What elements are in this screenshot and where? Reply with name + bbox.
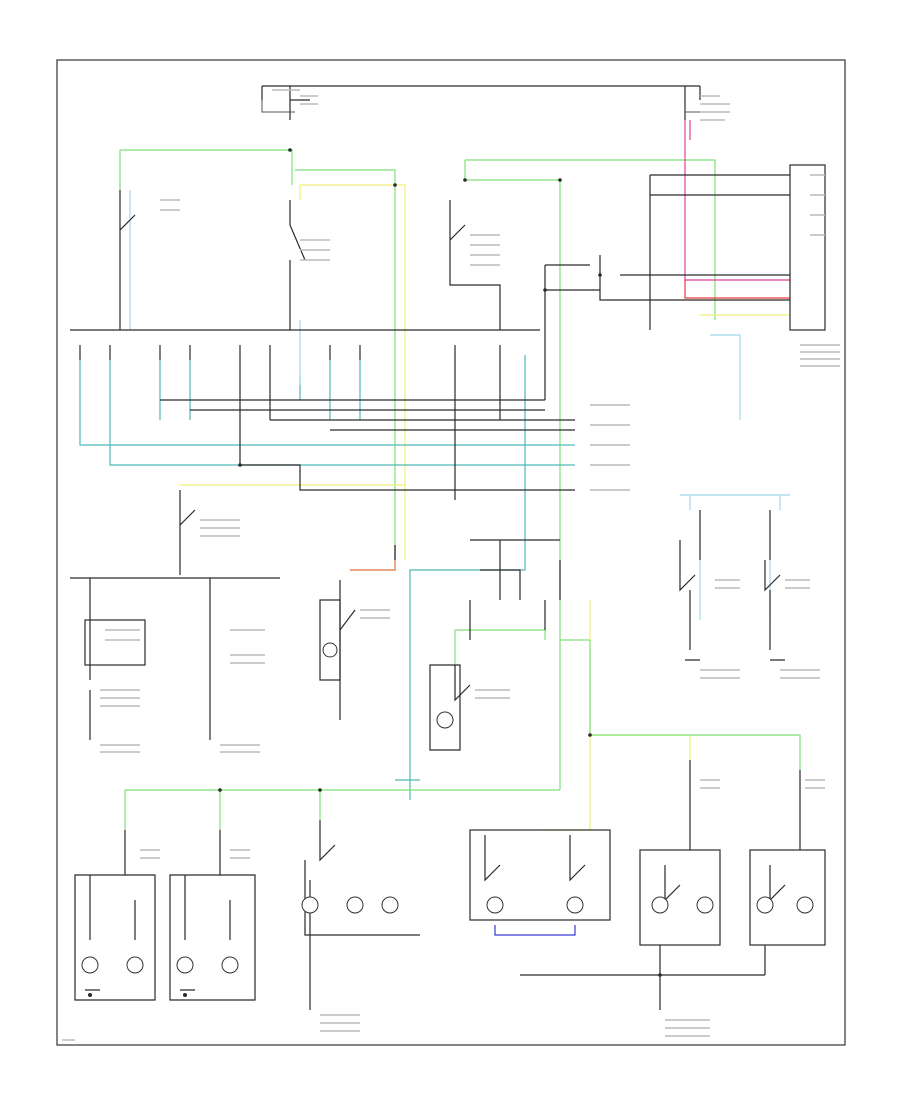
illegible-labels — [62, 89, 840, 1041]
wire-teal-main — [79, 355, 575, 800]
wire-lightblue — [129, 190, 790, 620]
wire-red — [684, 280, 790, 299]
wire-orange — [350, 545, 396, 571]
lamps — [81, 642, 814, 974]
splice-points — [88, 148, 662, 997]
black-wiring — [70, 164, 826, 1010]
wire-blue — [494, 925, 576, 936]
diagram-frame — [56, 59, 846, 1046]
wire-yellow-main — [180, 184, 790, 831]
wire-pink — [684, 120, 790, 281]
wire-green-top — [119, 149, 716, 790]
top-power-bus — [261, 85, 710, 120]
